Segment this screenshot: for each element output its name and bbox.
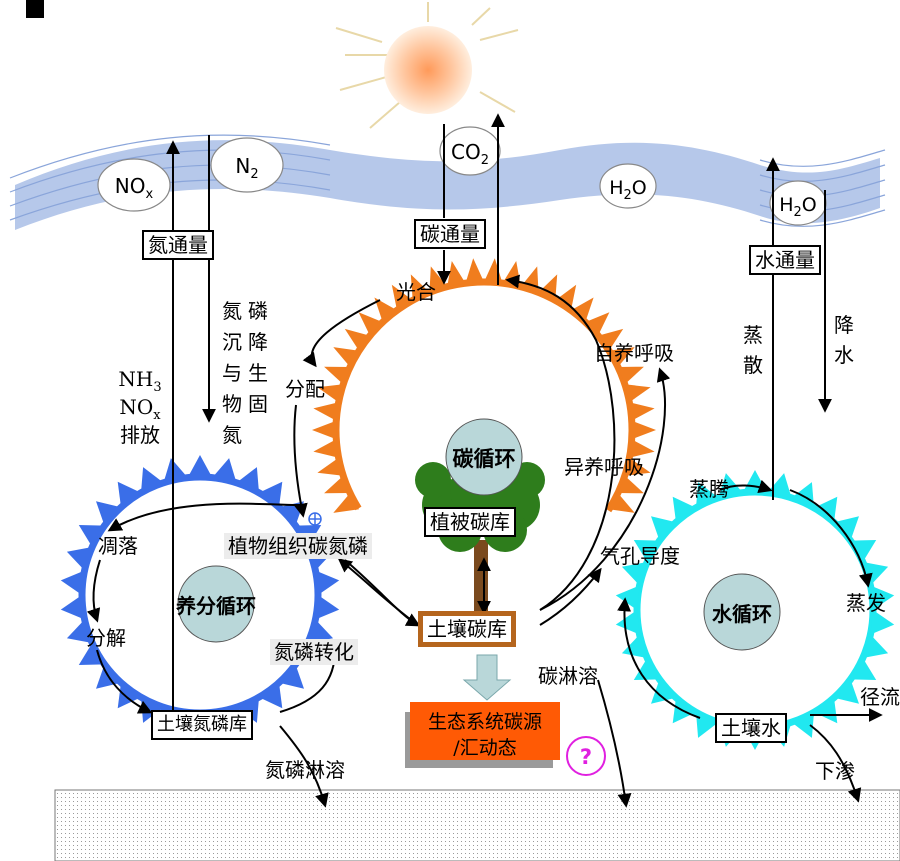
nutrient-cycle-label: 养分循环 bbox=[175, 594, 256, 618]
label-transpiration-char: 蒸 bbox=[743, 323, 763, 347]
ring-nutrient-tooth bbox=[315, 595, 339, 620]
label-evapotranspiration: 蒸腾 bbox=[689, 477, 729, 501]
label-precipitation-char: 水 bbox=[834, 343, 854, 367]
ring-carbon-tooth bbox=[466, 258, 485, 283]
ring-nutrient-tooth bbox=[315, 571, 339, 596]
ring-carbon-tooth bbox=[629, 402, 654, 420]
water-cycle-label: 水循环 bbox=[712, 602, 772, 626]
nitrogen-flux-box: 氮通量 bbox=[142, 230, 214, 260]
ring-water-tooth bbox=[743, 470, 768, 493]
label-n-p-deposition-fixation-char: 降 bbox=[248, 330, 268, 354]
water-flux-box: 水通量 bbox=[749, 245, 821, 275]
ring-carbon-tooth bbox=[313, 439, 338, 457]
label-evaporation: 蒸发 bbox=[846, 591, 886, 615]
label-n-p-deposition-fixation-char: 沉 bbox=[222, 330, 242, 354]
ring-carbon-tooth bbox=[312, 421, 336, 440]
label-n-p-leaching: 氮磷淋溶 bbox=[265, 758, 345, 782]
plant-tissue-cnp-pool: 植物组织碳氮磷 bbox=[224, 533, 372, 559]
soil-ground bbox=[55, 790, 900, 861]
label-heterotrophic-respiration: 异养呼吸 bbox=[564, 455, 644, 479]
question-mark: ? bbox=[580, 745, 592, 769]
ring-carbon-tooth bbox=[632, 421, 656, 440]
ring-water-tooth bbox=[616, 610, 640, 635]
sun-icon bbox=[336, 2, 518, 128]
label-runoff: 径流 bbox=[860, 685, 900, 709]
label-nh3-nox-emission-line: NH3 bbox=[118, 367, 161, 395]
vegetation-carbon-pool: 植被碳库 bbox=[424, 507, 516, 537]
label-precipitation-char: 降 bbox=[834, 313, 854, 337]
outcome-arrow bbox=[464, 655, 510, 700]
label-litterfall: 凋落 bbox=[98, 534, 138, 558]
ring-carbon-tooth bbox=[313, 402, 338, 420]
ring-carbon-tooth bbox=[447, 261, 465, 287]
soil-water-pool: 土壤水 bbox=[715, 713, 787, 743]
label-nh3-nox-emission-line: 排放 bbox=[120, 423, 160, 447]
label-infiltration: 下渗 bbox=[815, 759, 855, 783]
label-photosynthesis: 光合 bbox=[396, 280, 436, 304]
label-transpiration-char: 散 bbox=[743, 353, 763, 377]
label-n-p-deposition-fixation-char: 氮 bbox=[222, 299, 242, 323]
soil-carbon-pool: 土壤碳库 bbox=[418, 611, 516, 647]
label-n-p-deposition-fixation-char: 生 bbox=[248, 361, 268, 385]
label-decomposition: 分解 bbox=[86, 626, 126, 650]
label-autotrophic-respiration: 自养呼吸 bbox=[594, 341, 674, 365]
junction-marker bbox=[309, 513, 321, 525]
label-n-p-deposition-fixation-char: 固 bbox=[248, 392, 268, 416]
n-p-transformation-label: 氮磷转化 bbox=[270, 639, 358, 665]
label-stomatal-conductance: 气孔导度 bbox=[600, 544, 680, 568]
carbon-cycle-label: 碳循环 bbox=[453, 446, 516, 471]
label-n-p-deposition-fixation-char: 氮 bbox=[222, 423, 242, 447]
label-n-p-deposition-fixation-char: 磷 bbox=[248, 299, 268, 323]
label-n-p-deposition-fixation-char: 与 bbox=[222, 361, 242, 385]
ring-carbon-tooth bbox=[503, 261, 521, 287]
ring-nutrient-tooth bbox=[61, 595, 85, 620]
label-n-p-deposition-fixation-char: 物 bbox=[222, 392, 242, 416]
label-allocation: 分配 bbox=[285, 377, 325, 401]
ring-nutrient-tooth bbox=[188, 455, 213, 478]
carbon-flux-box: 碳通量 bbox=[414, 219, 486, 249]
ring-water-tooth bbox=[616, 586, 640, 611]
ring-nutrient-tooth bbox=[61, 571, 85, 596]
label-carbon-leaching: 碳淋溶 bbox=[538, 664, 598, 688]
ring-carbon-tooth bbox=[484, 258, 503, 283]
label-nh3-nox-emission-line: NOx bbox=[119, 395, 161, 423]
soil-np-pool: 土壤氮磷库 bbox=[151, 710, 253, 740]
